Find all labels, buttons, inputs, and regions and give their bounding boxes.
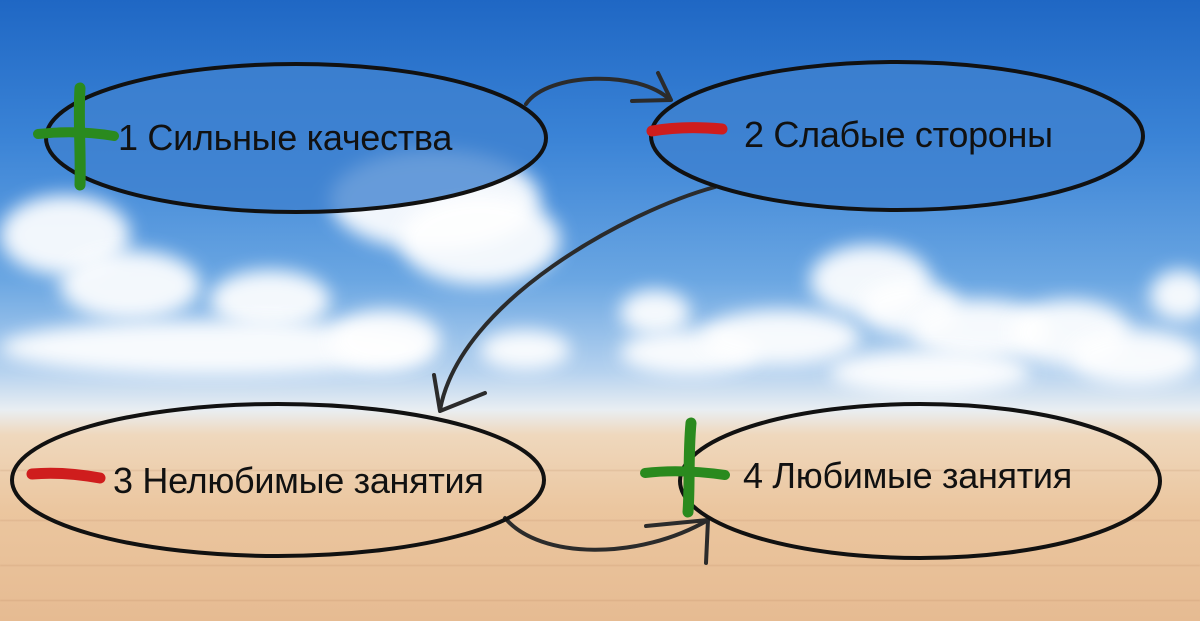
arrow-3-to-4 [503,516,710,552]
node-ellipse-4 [678,402,1162,560]
minus-sign-node-2 [646,122,728,137]
node-label-1: 1 Сильные качества [118,117,453,158]
node-label-3: 3 Нелюбимые занятия [113,460,484,501]
edges-group [432,71,717,565]
node-label-2: 2 Слабые стороны [744,114,1053,155]
minus-sign-node-3 [26,467,106,484]
arrowhead-2-to-3 [432,373,487,413]
plus-sign-node-4 [640,417,730,518]
arrow-2-to-3 [438,185,717,412]
signs-group [26,82,730,518]
arrowhead-1-to-2 [630,71,673,103]
node-label-4: 4 Любимые занятия [743,455,1072,496]
arrowhead-3-to-4 [644,518,710,565]
ellipses-group [10,60,1162,560]
node-ellipse-3 [10,402,546,558]
plus-sign-node-1 [33,82,119,191]
arrow-1-to-2 [524,76,672,106]
